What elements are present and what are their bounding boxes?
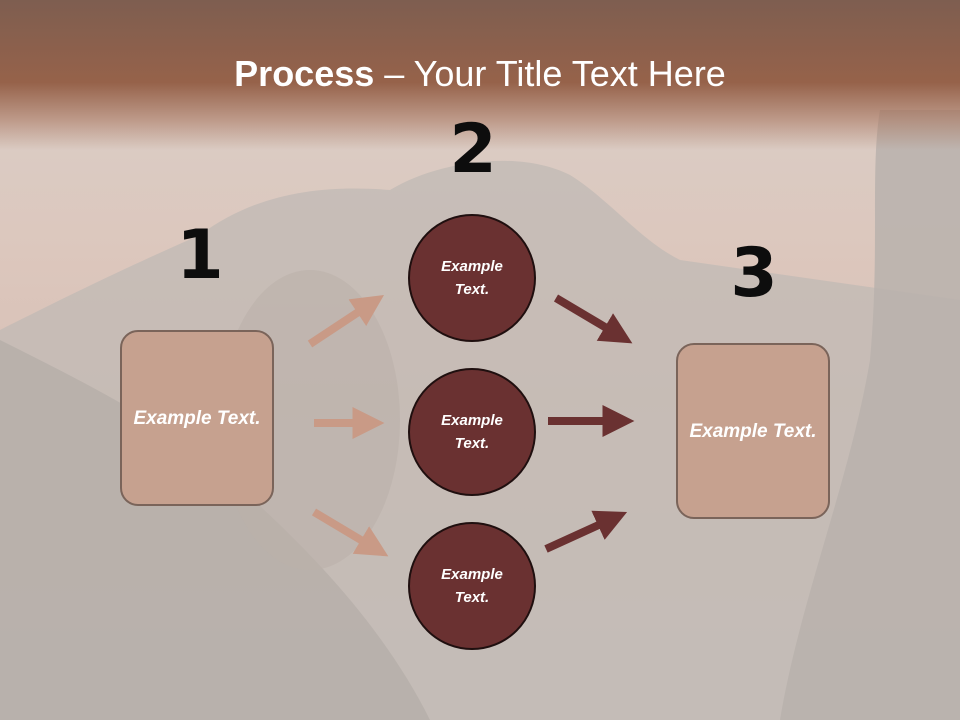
step-number-3: 3 <box>730 234 778 313</box>
circle-bottom: Example Text. <box>408 522 536 650</box>
right-box-text: Example Text. <box>689 420 817 442</box>
step-number-1: 1 <box>176 216 224 295</box>
right-box: Example Text. <box>676 343 830 519</box>
slide-title: Process – Your Title Text Here <box>0 52 960 96</box>
circle-middle: Example Text. <box>408 368 536 496</box>
arrow-left-to-bottom <box>311 508 389 557</box>
circle-top-text: Example Text. <box>441 258 503 298</box>
circle-bottom-text: Example Text. <box>441 566 503 606</box>
circle-middle-text: Example Text. <box>441 412 503 452</box>
arrow-bottom-to-right <box>544 510 628 553</box>
title-bold: Process <box>234 53 375 94</box>
title-bar <box>0 0 960 150</box>
title-rest: – Your Title Text Here <box>374 53 726 94</box>
arrow-top-to-right <box>553 294 633 344</box>
circle-top: Example Text. <box>408 214 536 342</box>
left-box-text: Example Text. <box>133 407 261 429</box>
left-box: Example Text. <box>120 330 274 506</box>
step-number-2: 2 <box>449 110 497 189</box>
arrow-left-to-top <box>307 295 385 348</box>
